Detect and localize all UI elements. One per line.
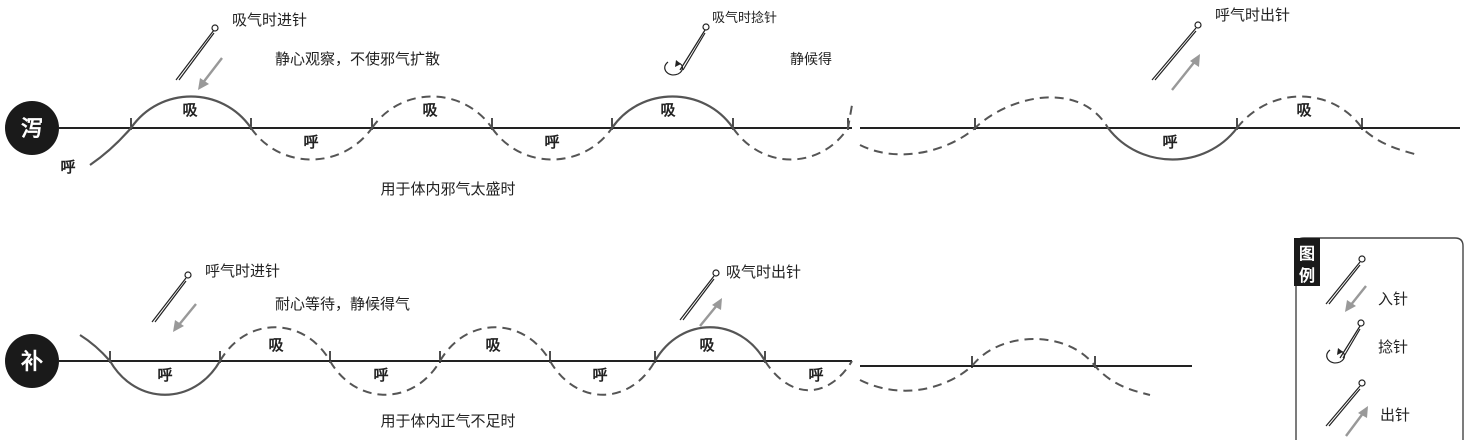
xie-wave-exhale-2 — [491, 127, 613, 161]
xie-twist-icon — [664, 23, 710, 76]
xie-wave-right-2 — [1236, 95, 1419, 156]
xie-wave-right-1 — [859, 96, 1109, 156]
xie-badge — [5, 101, 59, 155]
xie-wave-exhale-3 — [732, 104, 853, 161]
xie-twist-label: 吸气时捻针 — [712, 10, 777, 26]
bu-wave-label-6: 吸 — [699, 336, 715, 354]
bu-badge-text: 补 — [20, 350, 43, 375]
bu-wave-exhale-1 — [109, 360, 221, 396]
bu-caption: 用于体内正气不足时 — [380, 412, 515, 430]
xie-wave-label-2: 呼 — [303, 133, 318, 151]
xie-needle-out-icon — [1151, 21, 1202, 91]
legend-withdraw-icon — [1325, 379, 1368, 437]
legend-twist-icon — [1326, 319, 1365, 364]
legend-insert-label: 入针 — [1378, 290, 1408, 308]
xie-needle-in-label: 吸气时进针 — [232, 11, 307, 29]
xie-wave-label-4: 呼 — [544, 133, 559, 151]
bu-wave-exhale-4 — [764, 360, 853, 392]
xie-wave-label-3: 吸 — [422, 101, 438, 119]
xie-wave-label-7: 吸 — [1296, 101, 1312, 119]
xie-wave-label-1: 吸 — [182, 101, 198, 119]
bu-needle-in-label: 呼气时进针 — [205, 262, 280, 280]
bu-badge — [5, 334, 59, 388]
bu-wave-label-1: 呼 — [157, 366, 172, 384]
xie-wave-inhale-1 — [130, 95, 252, 129]
bu-wave-label-7: 呼 — [808, 366, 823, 384]
xie-observe-label: 静心观察，不使邪气扩散 — [275, 50, 440, 68]
xie-badge-text: 泻 — [21, 117, 43, 142]
bu-wave-inhale-2 — [439, 326, 551, 362]
legend-withdraw-label: 出针 — [1380, 406, 1410, 424]
bu-needle-out-icon — [679, 269, 722, 327]
legend-title-1: 图 — [1299, 244, 1315, 263]
bu-wave-label-3: 呼 — [373, 366, 388, 384]
bu-wave-right — [859, 338, 1151, 396]
bu-wave-exhale-3 — [549, 360, 656, 396]
bu-wave-label-2: 吸 — [268, 336, 284, 354]
bu-wait-label: 耐心等待，静候得气 — [275, 295, 410, 313]
legend-title-block — [1294, 238, 1320, 286]
xie-wave-start — [89, 127, 132, 166]
bu-wave-inhale-out — [654, 326, 766, 362]
xie-wave-exhale-out — [1107, 127, 1238, 161]
bu-needle-in-icon — [151, 271, 197, 332]
bu-wave-exhale-2 — [329, 360, 441, 396]
legend-title-2: 例 — [1299, 266, 1315, 285]
bu-wave-label-4: 吸 — [485, 336, 501, 354]
xie-start-label: 呼 — [60, 158, 75, 176]
xie-wave-label-6: 呼 — [1162, 133, 1177, 151]
bu-needle-out-label: 吸气时出针 — [726, 263, 801, 281]
xie-wait-label: 静候得 — [790, 51, 832, 68]
bu-wave-label-5: 呼 — [592, 366, 607, 384]
xie-section: 泻 吸 呼 吸 呼 吸 — [5, 6, 1460, 198]
xie-needle-in-icon — [175, 24, 223, 90]
legend: 图 例 入针 捻针 出针 — [1294, 237, 1464, 440]
bu-wave-start — [79, 334, 111, 362]
xie-needle-out-label: 呼气时出针 — [1215, 6, 1290, 24]
xie-wave-label-5: 吸 — [660, 101, 676, 119]
legend-twist-label: 捻针 — [1378, 338, 1408, 356]
bu-section: 补 呼 吸 呼 吸 呼 吸 呼 — [5, 262, 1192, 430]
xie-wave-exhale-1 — [250, 127, 373, 161]
legend-insert-icon — [1325, 255, 1367, 312]
bu-wave-inhale-1 — [219, 326, 331, 362]
xie-wave-inhale-3 — [611, 95, 734, 129]
xie-wave-inhale-2 — [371, 95, 493, 129]
xie-caption: 用于体内邪气太盛时 — [380, 180, 515, 198]
